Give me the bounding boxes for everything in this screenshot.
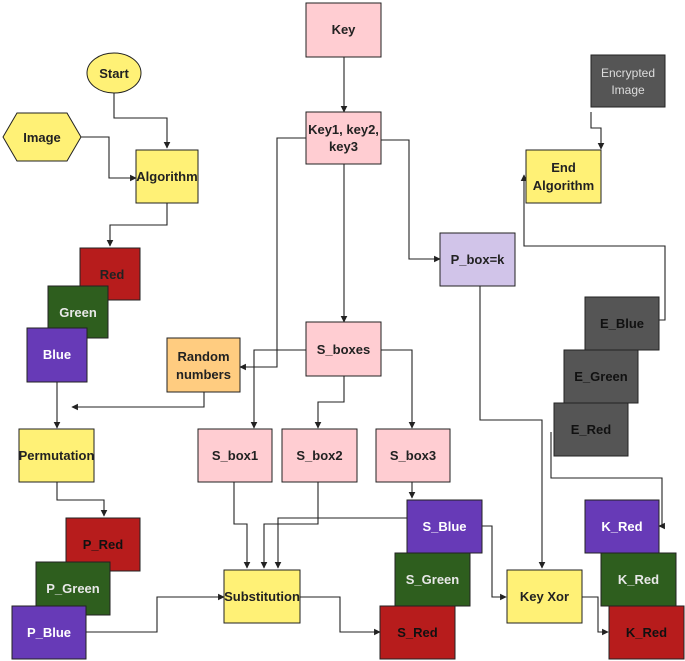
node-sbox1: S_box1: [197, 428, 273, 483]
edge-algorithm-red: [106, 203, 168, 247]
node-random-line2: numbers: [176, 367, 231, 382]
node-permutation-label: Permutation: [19, 448, 95, 463]
node-substitution-label: Substitution: [224, 589, 300, 604]
edge-eblue-end: [520, 174, 666, 321]
node-algorithm: Algorithm: [135, 149, 199, 204]
node-p-red-label: P_Red: [83, 537, 124, 552]
edge-keyxor-kred: [582, 596, 609, 636]
node-p-green-label: P_Green: [46, 581, 100, 596]
edge-sblue-keyxor: [482, 525, 507, 601]
node-e-blue: E_Blue: [584, 296, 660, 351]
node-algorithm-label: Algorithm: [136, 169, 197, 184]
node-e-green-label: E_Green: [574, 369, 628, 384]
node-encrypted-image: Encrypted Image: [590, 54, 666, 108]
edge-ered-kred: [550, 432, 665, 530]
edge-sboxes-sbox2: [314, 376, 345, 429]
node-start: Start: [86, 52, 142, 94]
node-image-label: Image: [23, 130, 61, 145]
node-keys-line1: Key1, key2,: [308, 122, 379, 137]
node-random-line1: Random: [178, 349, 230, 364]
node-keys-line2: key3: [329, 139, 358, 154]
node-sboxes: S_boxes: [305, 321, 382, 377]
node-sbox3: S_box3: [375, 428, 451, 483]
node-s-blue-label: S_Blue: [422, 519, 466, 534]
node-keys: Key1, key2, key3: [305, 111, 382, 165]
edge-keys-pbox: [380, 139, 441, 263]
edge-start-algorithm: [113, 92, 171, 149]
node-sbox2: S_box2: [281, 428, 358, 483]
node-p-blue-label: P_Blue: [27, 625, 71, 640]
node-red-label: Red: [100, 267, 125, 282]
edge-sboxes-sbox3: [380, 349, 416, 429]
node-encrypted-line1: Encrypted: [601, 66, 655, 80]
node-sbox3-label: S_box3: [390, 448, 436, 463]
edge-sblue-substitution: [274, 517, 407, 569]
node-permutation: Permutation: [18, 428, 95, 483]
node-k-red-top: K_Red: [584, 499, 660, 554]
node-image: Image: [2, 112, 82, 162]
node-e-red-label: E_Red: [571, 422, 612, 437]
edge-sboxes-random: [250, 349, 306, 429]
node-key: Key: [305, 2, 382, 58]
node-k-red-bottom: K_Red: [608, 605, 685, 660]
edge-permutation-pred: [56, 482, 108, 517]
node-k-red-top-label: K_Red: [601, 519, 642, 534]
edge-keys-random: [239, 137, 306, 371]
node-s-blue: S_Blue: [406, 499, 483, 554]
edge-random-permutation: [71, 392, 205, 411]
node-blue: Blue: [26, 327, 88, 383]
node-encrypted-line2: Image: [611, 83, 645, 97]
node-p-blue: P_Blue: [11, 605, 87, 660]
node-s-green-label: S_Green: [406, 572, 460, 587]
edge-pbox-keyxor: [479, 286, 546, 569]
node-e-red: E_Red: [553, 402, 629, 457]
node-end-algorithm: End Algorithm: [525, 149, 602, 204]
edge-substitution-sred: [300, 596, 381, 636]
edge-image-algorithm: [80, 136, 137, 182]
node-green-label: Green: [59, 305, 97, 320]
node-sboxes-label: S_boxes: [317, 342, 370, 357]
edge-pblue-substitution: [86, 593, 225, 633]
node-random-numbers: Random numbers: [166, 337, 241, 393]
node-key-xor-label: Key Xor: [520, 589, 569, 604]
node-e-blue-label: E_Blue: [600, 316, 644, 331]
node-s-red-label: S_Red: [397, 625, 438, 640]
edge-encrypted-end: [590, 112, 605, 150]
node-pbox-label: P_box=k: [451, 252, 506, 267]
node-key-label: Key: [332, 22, 357, 37]
edge-sbox2-substitution: [260, 482, 319, 569]
node-s-green: S_Green: [394, 552, 471, 607]
connectors: [53, 57, 666, 636]
node-start-label: Start: [99, 66, 129, 81]
node-sbox2-label: S_box2: [296, 448, 342, 463]
node-key-xor: Key Xor: [506, 569, 583, 624]
node-sbox1-label: S_box1: [212, 448, 258, 463]
node-k-red-mid: K_Red: [600, 552, 677, 607]
node-s-red: S_Red: [379, 605, 456, 660]
node-substitution: Substitution: [223, 569, 301, 624]
node-e-green: E_Green: [563, 349, 639, 404]
node-end-line2: Algorithm: [533, 178, 594, 193]
node-k-red-bottom-label: K_Red: [626, 625, 667, 640]
edge-sbox1-substitution: [233, 482, 251, 569]
node-pbox: P_box=k: [439, 232, 516, 287]
node-k-red-mid-label: K_Red: [618, 572, 659, 587]
node-blue-label: Blue: [43, 347, 71, 362]
node-end-line1: End: [551, 160, 576, 175]
